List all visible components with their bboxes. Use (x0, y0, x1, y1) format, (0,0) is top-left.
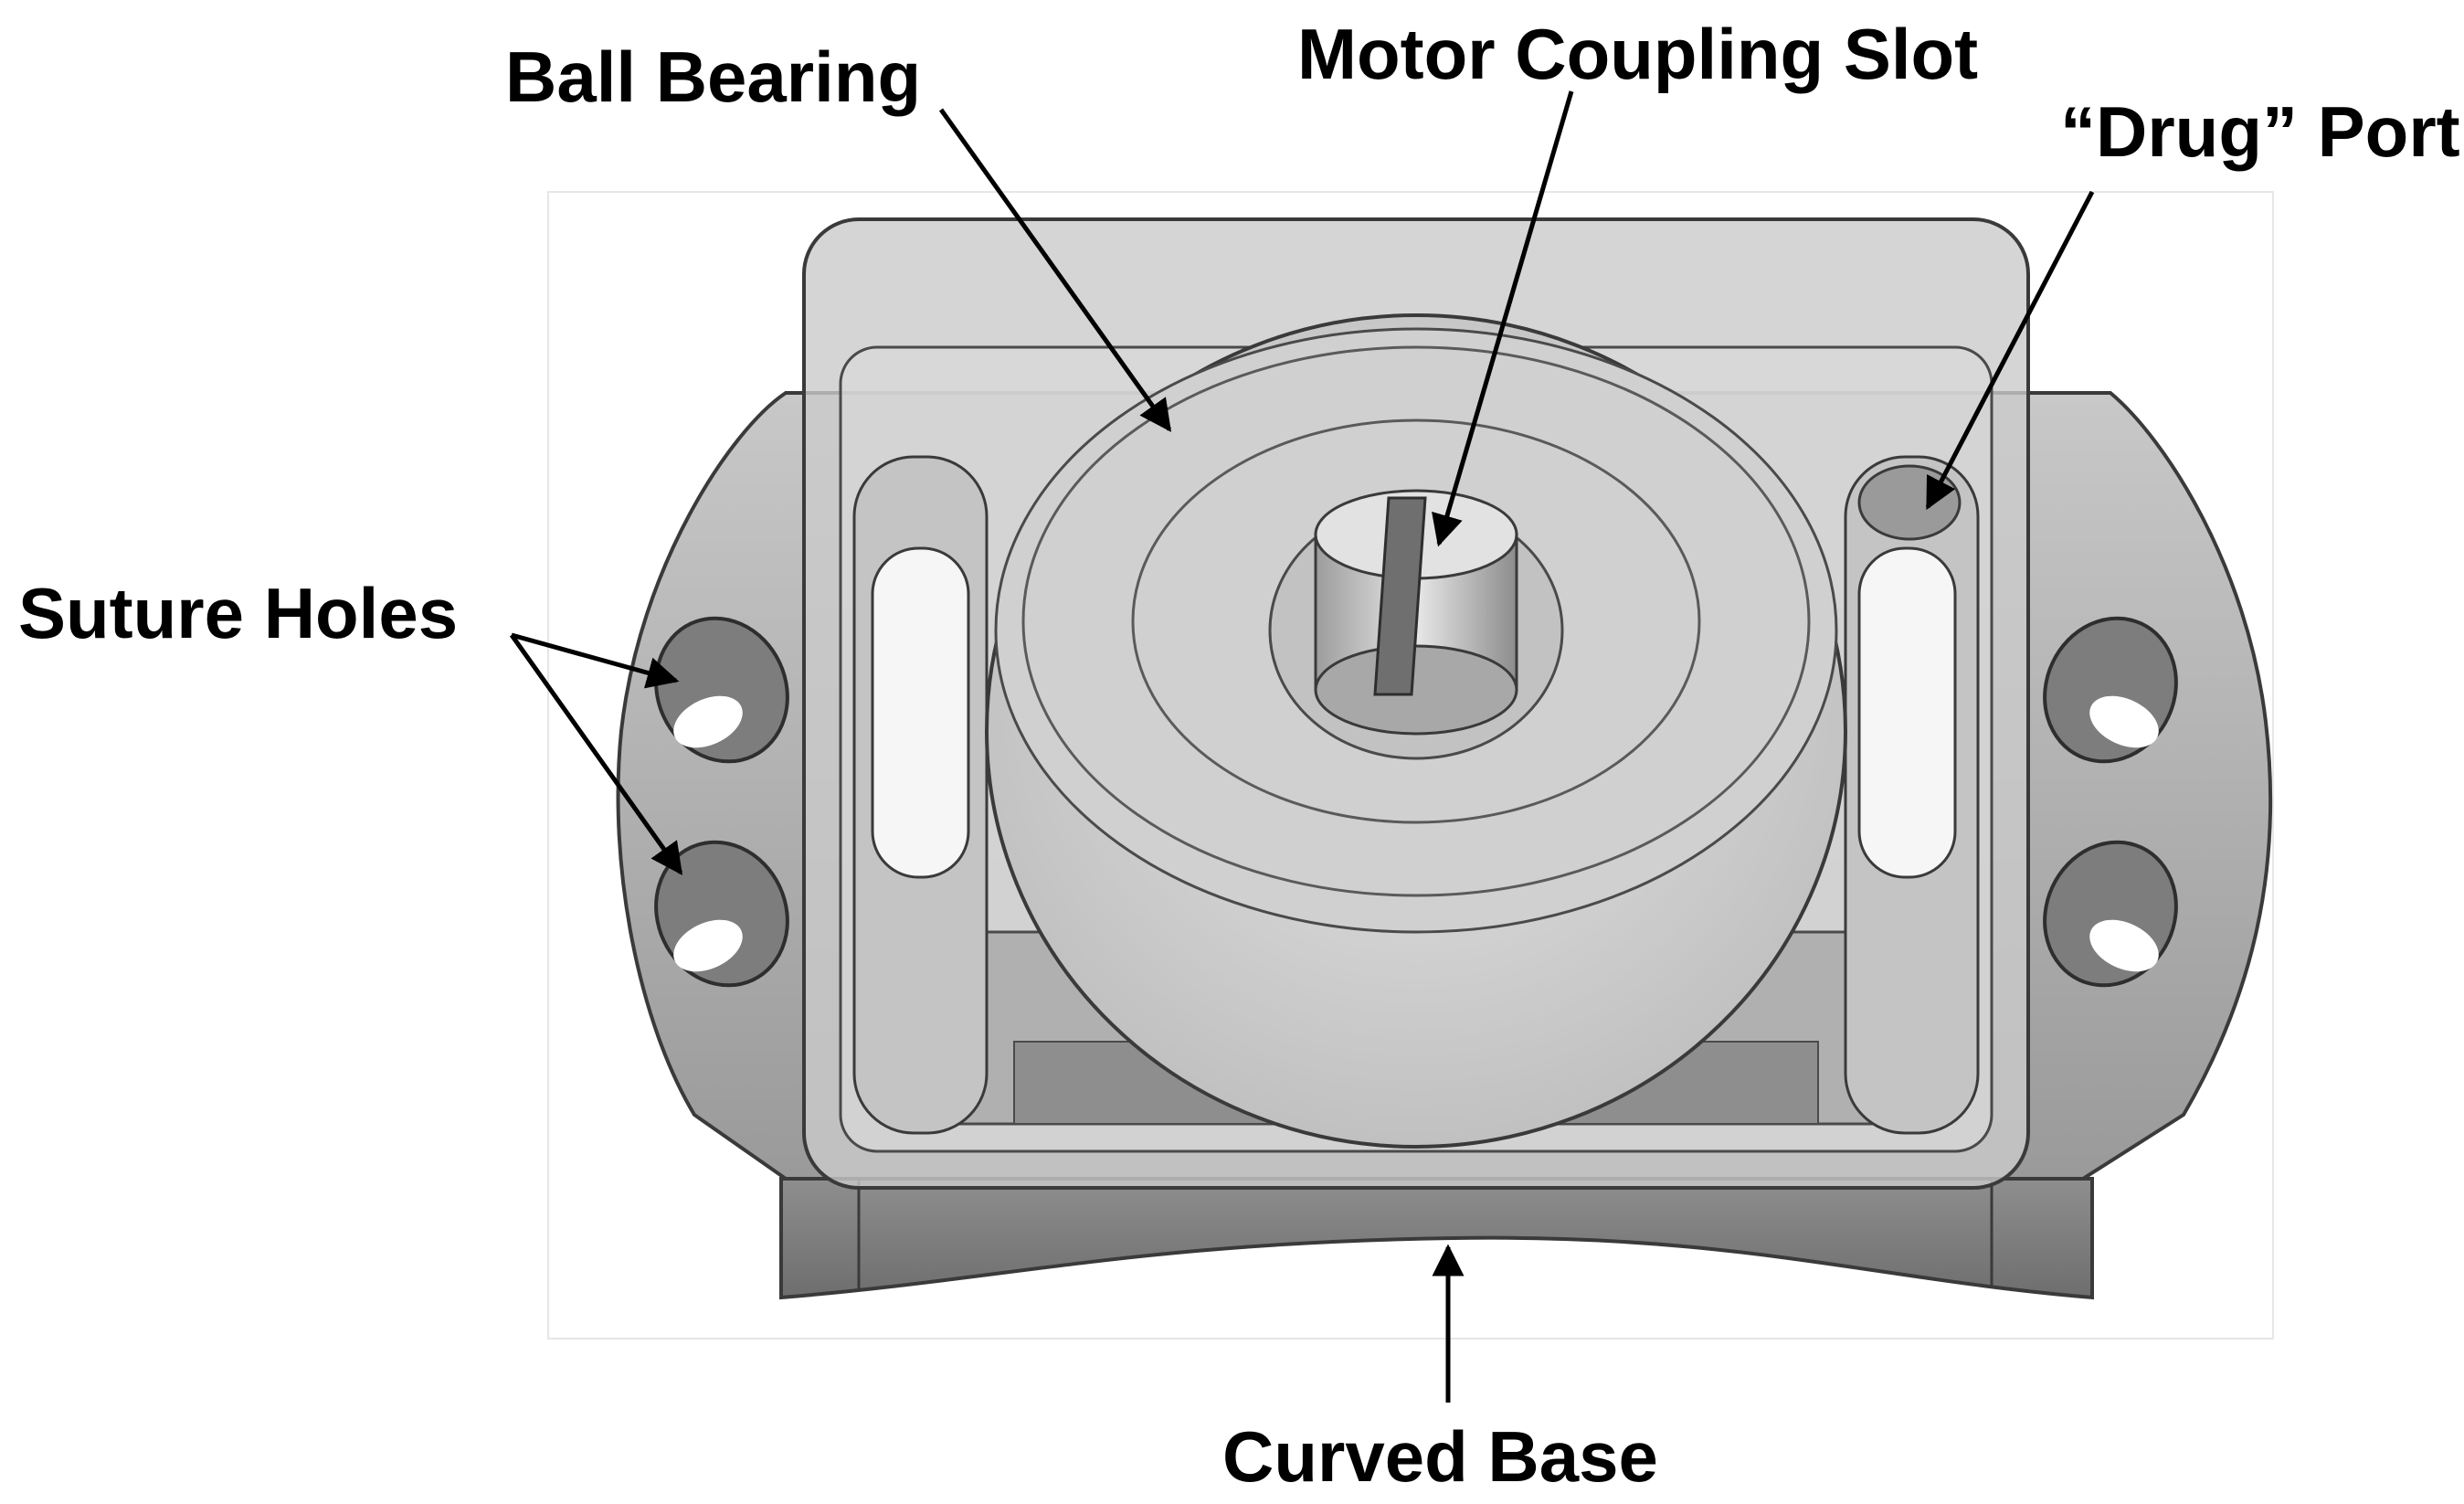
label-drug-port: “Drug” Port (2060, 91, 2460, 172)
label-suture-holes: Suture Holes (18, 573, 459, 653)
arrow-drug-port (1925, 190, 2095, 511)
arrow-suture-hole-bottom (509, 633, 683, 875)
right-reservoir (1844, 455, 1980, 1135)
label-ball-bearing: Ball Bearing (505, 37, 922, 117)
label-motor-coupling-slot: Motor Coupling Slot (1297, 14, 1979, 94)
callout-arrows (509, 90, 2095, 1403)
arrow-motor-coupling-slot (1432, 90, 1574, 547)
arrow-ball-bearing (938, 108, 1172, 432)
suture-holes (654, 616, 2178, 988)
coupling-slot (1373, 496, 1427, 696)
label-curved-base: Curved Base (1222, 1416, 1658, 1497)
left-reservoir (852, 455, 989, 1135)
image-frame (547, 191, 2274, 1340)
motor-shaft (1314, 489, 1518, 736)
arrow-suture-hole-top (511, 632, 680, 689)
